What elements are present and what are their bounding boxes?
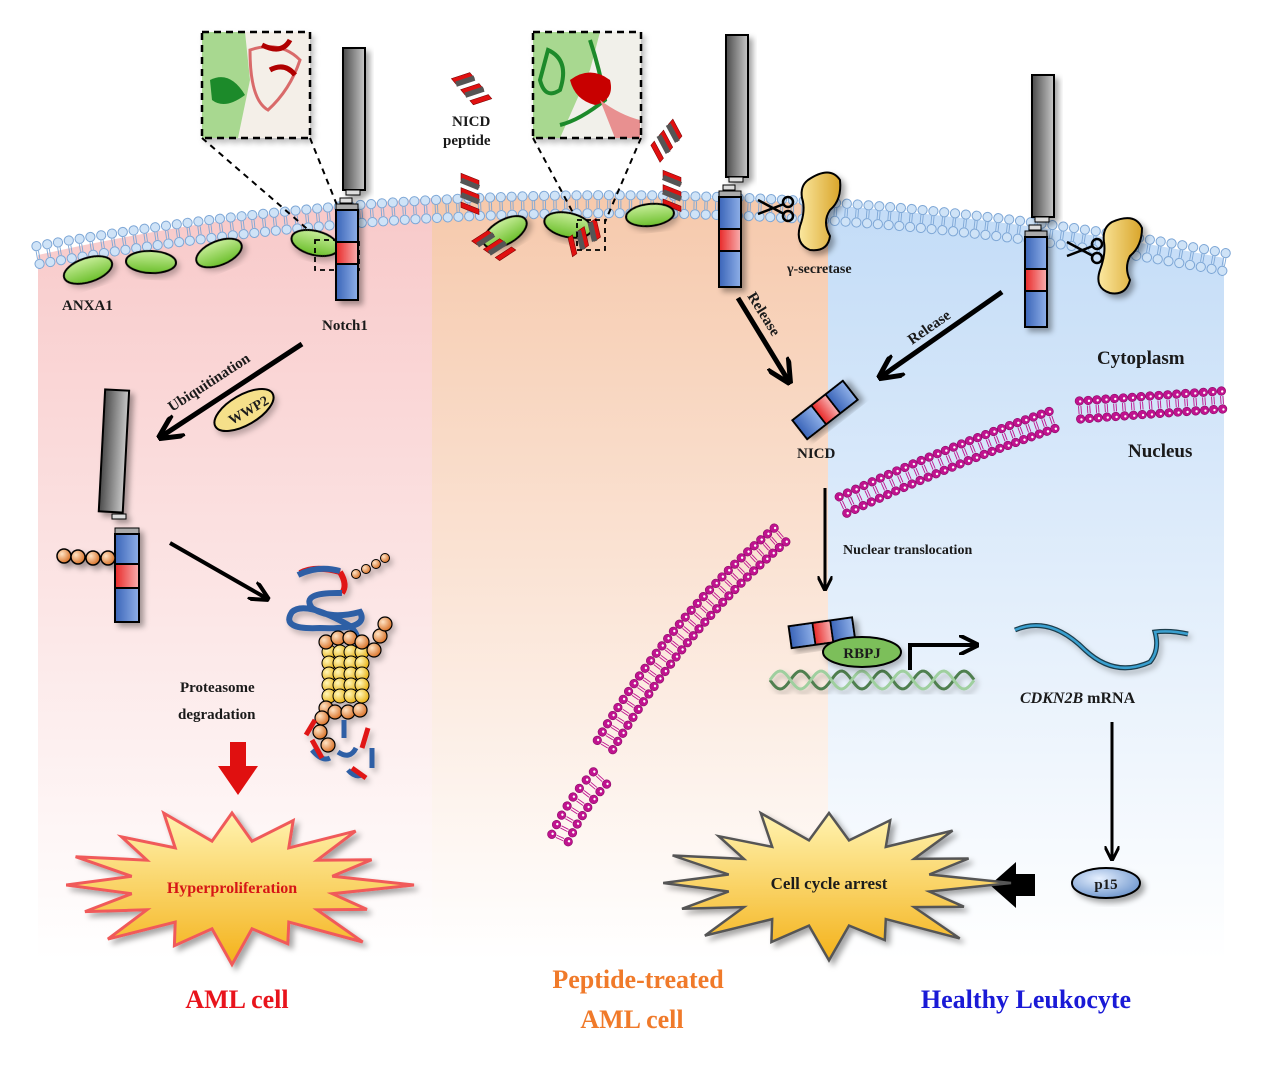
to-proteasome-arrow <box>169 541 266 598</box>
structure-inset-2 <box>531 30 643 140</box>
rbpj-protein: RBPJ <box>822 636 902 668</box>
nucleus-label: Nucleus <box>1128 441 1192 462</box>
peptide-treated-title-line2: AML cell <box>580 1005 683 1034</box>
anxa1-protein <box>125 249 177 275</box>
nicd-peptide-helix <box>646 119 686 162</box>
aml-panel: ANXA1 Notch1 Ubiquitination WWP2 <box>56 30 415 968</box>
wwp2-enzyme: WWP2 <box>213 388 275 432</box>
structure-inset-1 <box>200 30 312 140</box>
ubiquitin-ball <box>352 702 368 718</box>
cell-cycle-arrest-starburst: Cell cycle arrest <box>663 810 1012 963</box>
dna-strand <box>768 669 976 691</box>
ubiquitin-ball <box>377 616 393 632</box>
ubiquitinated-notch1 <box>56 388 140 623</box>
nicd-fragment <box>790 379 860 441</box>
ubiquitin-ball <box>85 550 101 566</box>
release-arrow-1 <box>735 296 788 380</box>
proteasome-subunit <box>354 688 370 704</box>
proteasome-label-line1: Proteasome <box>180 680 255 696</box>
gamma-secretase-label: γ-secretase <box>786 262 852 277</box>
cdkn2b-mrna-label: CDKN2B mRNA <box>1020 690 1136 707</box>
cytoplasm-label: Cytoplasm <box>1097 348 1185 369</box>
dna-helix <box>768 669 976 691</box>
hyperproliferation-label: Hyperproliferation <box>167 880 297 897</box>
mrna-suffix: mRNA <box>1083 690 1135 707</box>
anxa1-protein <box>62 255 114 285</box>
transcription-arrow <box>908 645 975 670</box>
p15-protein: p15 <box>1071 867 1141 899</box>
ubiquitin-ball <box>312 724 328 740</box>
nicd-peptide-helix <box>461 173 479 214</box>
notch1-label: Notch1 <box>322 318 368 334</box>
nicd-peptide-helix <box>451 67 491 110</box>
healthy-panel: Release Cytoplasm Nucleus <box>882 74 1192 462</box>
healthy-leukocyte-title: Healthy Leukocyte <box>921 985 1131 1014</box>
proteasome-label-line2: degradation <box>178 707 256 723</box>
cdkn2b-gene-name: CDKN2B <box>1020 690 1083 707</box>
peptide-treated-background <box>432 195 828 960</box>
nicd-peptide-label-line1: NICD <box>452 114 491 130</box>
release-arrow-2 <box>882 289 1004 376</box>
ubiquitin-ball <box>327 704 343 720</box>
p15-label: p15 <box>1094 877 1117 893</box>
nicd-bound <box>787 616 857 650</box>
anxa1-label: ANXA1 <box>62 298 113 314</box>
inset-2-guide-left <box>532 137 579 223</box>
proteasome-complex <box>286 553 393 781</box>
gamma-secretase <box>797 171 842 252</box>
cell-cycle-arrest-label: Cell cycle arrest <box>771 874 888 893</box>
ubiquitin-ball <box>366 642 382 658</box>
interaction-box <box>576 219 606 251</box>
nicd-peptide-label-line2: peptide <box>443 133 491 149</box>
inset-1-guide-left <box>201 137 321 241</box>
ubiquitination-arrow <box>162 341 304 436</box>
mrna-strand-highlight <box>1014 624 1189 670</box>
nuclear-translocation-label: Nuclear translocation <box>843 543 972 558</box>
gamma-secretase <box>1097 217 1144 295</box>
peptide-panel: NICD peptide γ-secretase Release <box>443 30 852 380</box>
anxa1-protein <box>625 202 675 228</box>
ubiquitin-ball <box>320 737 336 753</box>
ubiquitin-ball <box>314 710 330 726</box>
rbpj-label: RBPJ <box>843 646 881 662</box>
anxa1-protein <box>482 215 528 249</box>
inset-2-guide-right <box>604 137 642 223</box>
nicd-label: NICD <box>797 446 836 462</box>
ubiquitin-ball <box>70 549 86 565</box>
peptide-treated-title-line1: Peptide-treated <box>552 965 724 994</box>
hyperproliferation-starburst: Hyperproliferation <box>66 809 415 968</box>
ubiquitin-ball <box>354 634 370 650</box>
inhibition-arrow <box>990 862 1035 908</box>
ubiquitin-ball <box>56 548 72 564</box>
aml-cell-title: AML cell <box>185 985 288 1014</box>
anxa1-protein <box>195 237 243 269</box>
increase-arrow <box>218 742 258 795</box>
ubiquitin-ball <box>100 550 116 566</box>
